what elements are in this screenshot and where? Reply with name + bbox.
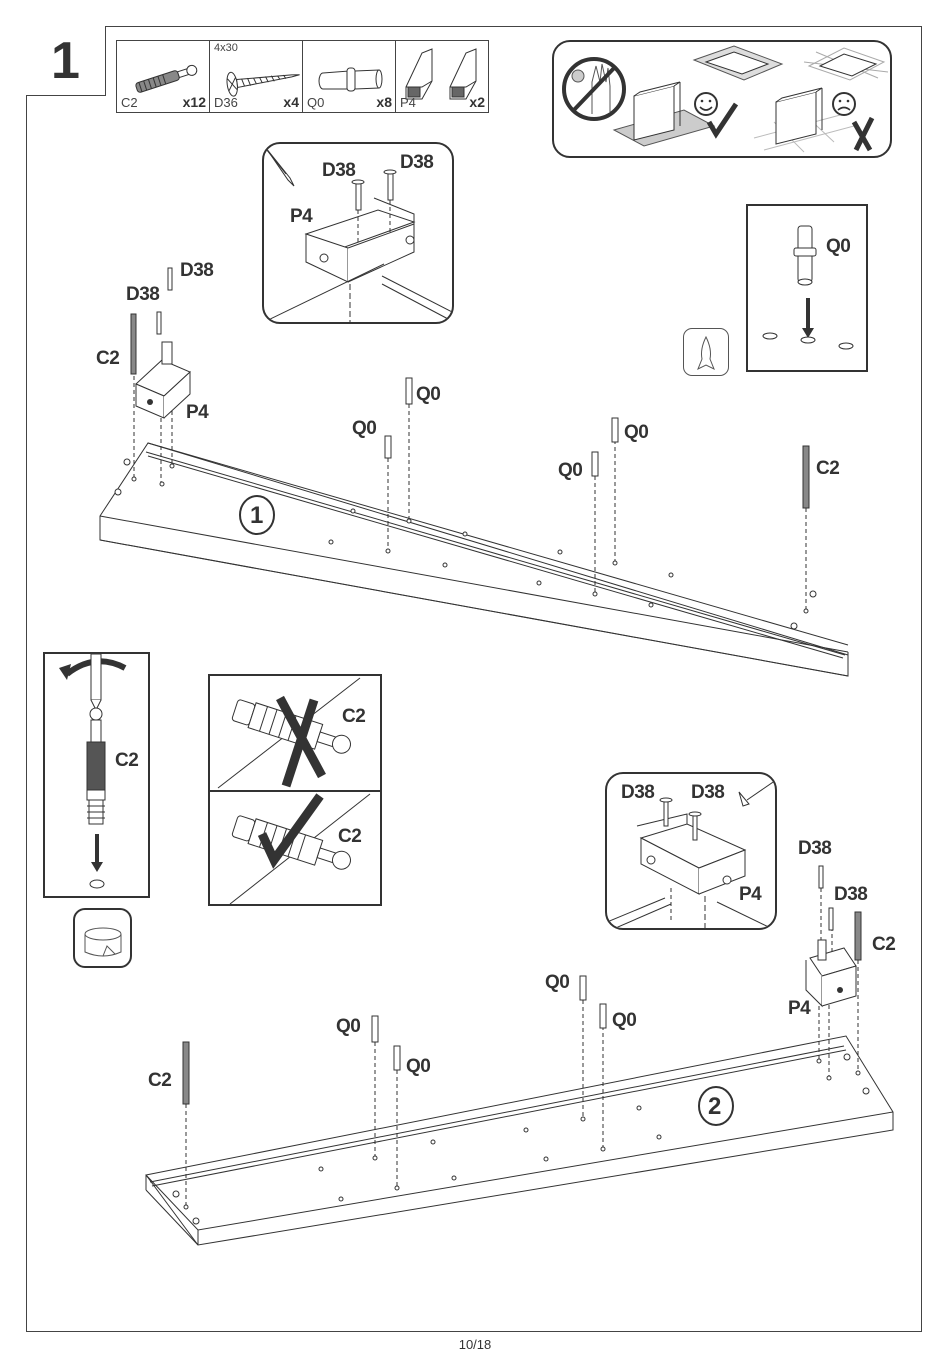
label-d38: D38 bbox=[798, 838, 831, 860]
label-q0: Q0 bbox=[406, 1056, 430, 1078]
label-q0: Q0 bbox=[336, 1016, 360, 1038]
label-d38: D38 bbox=[834, 884, 867, 906]
board-number: 2 bbox=[708, 1093, 721, 1121]
label-p4: P4 bbox=[788, 998, 810, 1020]
label-c2: C2 bbox=[148, 1070, 171, 1092]
page-number: 10/18 bbox=[0, 1337, 950, 1352]
label-q0: Q0 bbox=[545, 972, 569, 994]
label-q0: Q0 bbox=[612, 1010, 636, 1032]
label-c2: C2 bbox=[872, 934, 895, 956]
